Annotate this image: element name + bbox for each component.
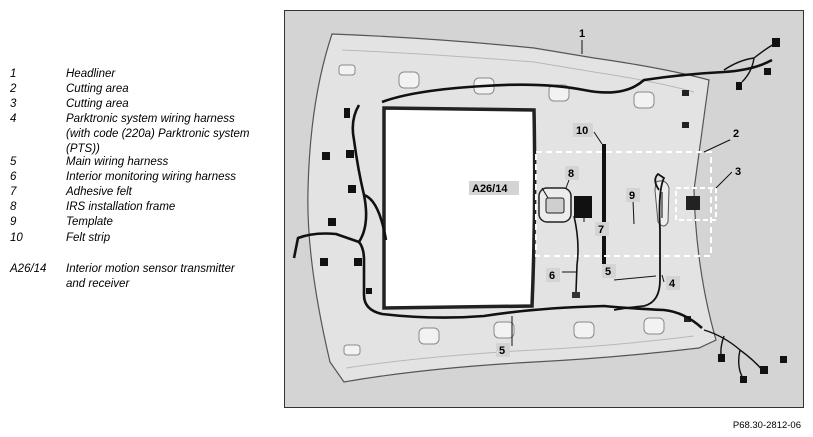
figure-reference: P68.30-2812-06: [732, 420, 801, 431]
headliner-edge: [345, 335, 695, 369]
legend-number: 1: [10, 68, 17, 80]
callout-7: 7: [598, 224, 604, 236]
callout-1: 1: [579, 28, 585, 40]
legend-text: Adhesive felt: [66, 186, 132, 198]
callout-3: 3: [735, 166, 741, 178]
legend-number: 2: [10, 83, 17, 95]
sunroof-opening: [382, 106, 537, 310]
callout-leaders: [511, 40, 735, 346]
callout-9: 9: [629, 190, 635, 202]
cutting-area-2: [535, 151, 712, 257]
legend-text: Interior motion sensor transmitter and r…: [66, 263, 235, 290]
legend-number: 7: [10, 186, 17, 198]
legend-number: 8: [10, 201, 17, 213]
legend: 1 Headliner 2 Cutting area 3 Cutting are…: [0, 0, 280, 437]
legend-number: 10: [10, 232, 23, 244]
legend-text: Felt strip: [66, 232, 111, 244]
callout-5-right: 5: [605, 266, 611, 278]
callout-5-bottom: 5: [499, 345, 505, 357]
callout-a26-14: A26/14: [472, 183, 508, 195]
legend-text: Interior monitoring wiring harness: [66, 171, 237, 183]
cutting-area-3: [675, 187, 717, 221]
headliner-diagram: 1 2 3 4 5 5 6 7 8 9 10 A26/14: [284, 10, 804, 408]
legend-number: 6: [10, 171, 17, 183]
headliner-edge: [341, 49, 695, 93]
harness-connector: [572, 292, 580, 298]
callout-8: 8: [568, 168, 574, 180]
legend-number: 5: [10, 156, 17, 168]
legend-text: Headliner: [66, 68, 116, 80]
legend-number: 9: [10, 216, 17, 228]
adhesive-felt: [574, 196, 592, 218]
interior-monitoring-harness: [573, 215, 579, 293]
legend-number: 4: [10, 113, 17, 125]
left-connectors: [320, 108, 372, 294]
callout-4: 4: [669, 278, 676, 290]
legend-number: A26/14: [10, 263, 47, 275]
felt-strip: [602, 144, 606, 276]
callout-6: 6: [549, 270, 555, 282]
motion-sensor: [545, 197, 565, 214]
legend-text: Parktronic system wiring harness (with c…: [66, 113, 250, 155]
main-wiring-harness: [292, 58, 773, 329]
legend-text: IRS installation frame: [66, 201, 176, 213]
rear-connectors: [718, 38, 787, 383]
callout-10: 10: [576, 125, 588, 137]
legend-text: Template: [66, 216, 113, 228]
callout-2: 2: [733, 128, 739, 140]
parktronic-harness: [613, 172, 666, 311]
legend-text: Cutting area: [66, 98, 129, 110]
legend-text: Cutting area: [66, 83, 129, 95]
legend-text: Main wiring harness: [66, 156, 169, 168]
cutout-part: [686, 196, 700, 210]
legend-number: 3: [10, 98, 17, 110]
